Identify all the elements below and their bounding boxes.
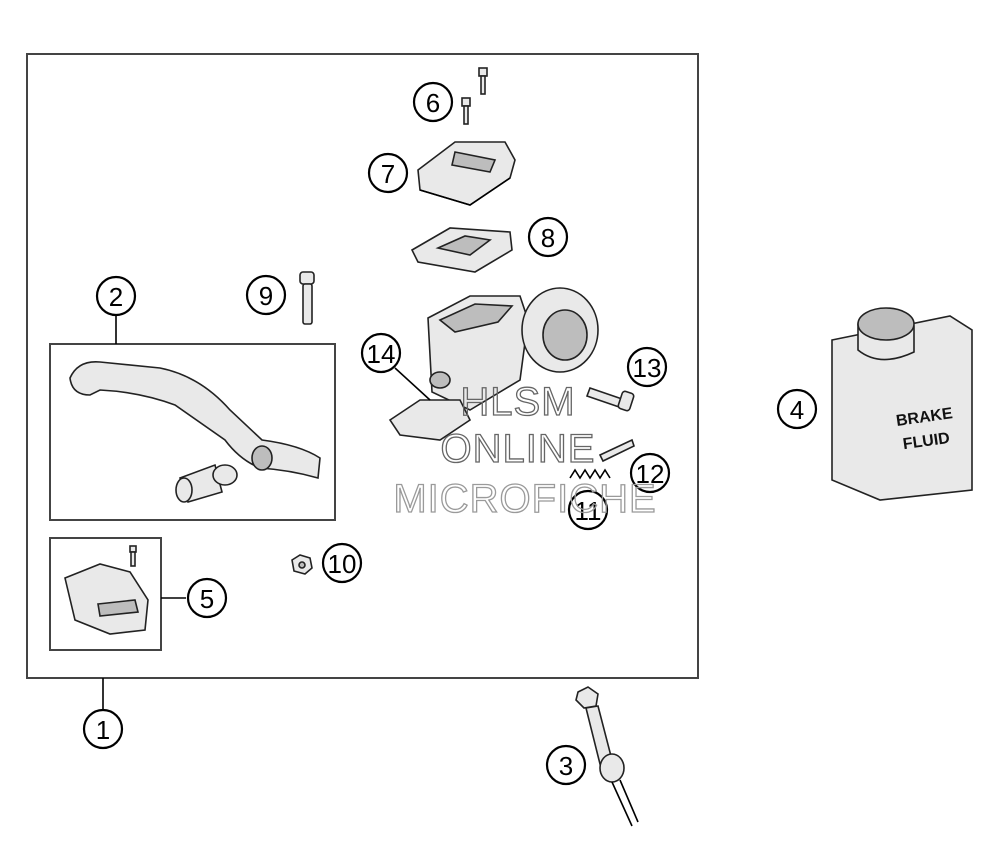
callout-7: 7 — [367, 152, 409, 194]
callout-8: 8 — [527, 216, 569, 258]
callout-5: 5 — [186, 577, 228, 619]
watermark-line2: ONLINE — [441, 427, 596, 471]
pin-part-12 — [598, 438, 635, 463]
callout-3: 3 — [545, 744, 587, 786]
lever-frame — [49, 343, 336, 521]
nut-part-10 — [291, 554, 313, 575]
bolt-part-9 — [299, 271, 315, 325]
callout-9: 9 — [245, 274, 287, 316]
screw-part-6 — [461, 67, 488, 125]
watermark-line1: HLSM — [460, 380, 575, 424]
container-label-line2: FLUID — [902, 430, 951, 453]
cover-frame — [49, 537, 162, 651]
callout-4: 4 — [776, 388, 818, 430]
svg-text:10: 10 — [328, 549, 357, 579]
svg-text:11: 11 — [575, 496, 602, 526]
svg-text:12: 12 — [636, 459, 665, 489]
brake-hose-part-3 — [575, 686, 639, 827]
watermark: HLSM ONLINE MICROFICHE — [393, 379, 657, 521]
callout-11: 11 — [567, 489, 609, 531]
diaphragm-part-8 — [410, 227, 513, 273]
spring-part-11 — [569, 468, 611, 480]
svg-text:9: 9 — [259, 281, 273, 311]
assembly-frame — [26, 53, 699, 679]
callout-2: 2 — [95, 275, 137, 317]
svg-text:3: 3 — [559, 751, 573, 781]
callout-1: 1 — [82, 708, 124, 750]
svg-text:4: 4 — [790, 395, 804, 425]
svg-text:6: 6 — [426, 88, 440, 118]
svg-text:8: 8 — [541, 223, 555, 253]
svg-text:13: 13 — [633, 353, 662, 383]
lever-part-2 — [69, 361, 321, 503]
reservoir-cap-part-7 — [417, 141, 516, 206]
callout-10: 10 — [321, 542, 363, 584]
callout-6: 6 — [412, 81, 454, 123]
callout-13: 13 — [626, 346, 668, 388]
svg-text:1: 1 — [96, 715, 110, 745]
master-cylinder-body — [388, 287, 599, 441]
svg-text:7: 7 — [381, 159, 395, 189]
watermark-line3: MICROFICHE — [393, 477, 656, 521]
bolt-part-13 — [585, 386, 635, 412]
svg-text:5: 5 — [200, 584, 214, 614]
callout-14: 14 — [360, 332, 402, 374]
leader-14 — [394, 367, 431, 401]
cover-part-5 — [64, 545, 149, 635]
svg-text:14: 14 — [367, 339, 396, 369]
callout-12: 12 — [629, 452, 671, 494]
svg-text:2: 2 — [109, 282, 123, 312]
brake-fluid-container-part-4: BRAKE FLUID — [831, 307, 973, 501]
